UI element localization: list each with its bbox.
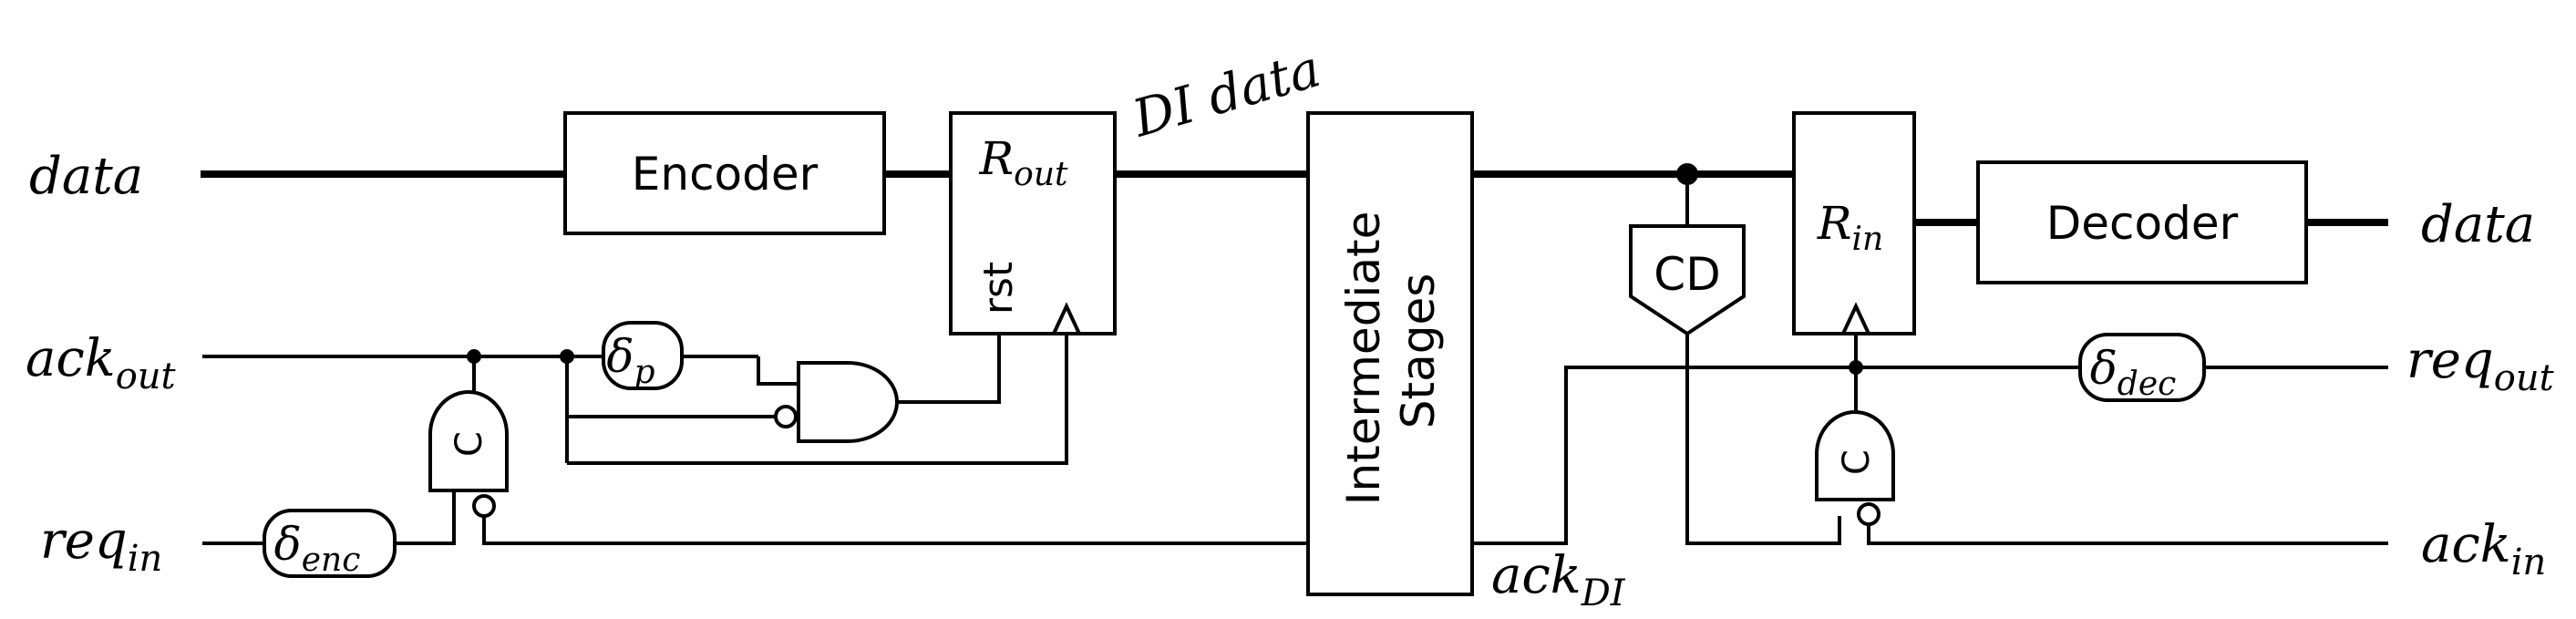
req-out-label: reqout	[2406, 331, 2555, 399]
intermediate-stages-label: Intermediate Stages	[1337, 197, 1445, 506]
r-out-clock-triangle	[1050, 302, 1083, 335]
rst-label: rst	[975, 262, 1022, 315]
decoder-block: Decoder	[1976, 160, 2308, 284]
ack-in-label: ackin	[2421, 515, 2546, 583]
ack-di-label: ackDI	[1491, 546, 1626, 614]
req-in-label: reqin	[40, 511, 162, 580]
delay-dec-label: δdec	[2090, 342, 2177, 403]
control-wires	[202, 319, 2388, 545]
and-gate	[769, 361, 899, 443]
decoder-label: Decoder	[2046, 197, 2239, 250]
r-in-register: Rin	[1792, 111, 1916, 335]
completion-detector: CD	[1629, 224, 1746, 336]
c-element-right-inverter-bubble	[1857, 502, 1880, 526]
ack-out-junction-1	[467, 349, 481, 364]
c-element-left: C	[428, 390, 509, 518]
data-bus	[201, 170, 2388, 226]
intermediate-stages-block: Intermediate Stages	[1306, 111, 1474, 596]
and-gate-inverter-bubble	[774, 405, 798, 428]
delay-enc: δenc	[263, 509, 397, 579]
di-data-label: DI data	[1126, 39, 1327, 150]
r-out-label: Rout	[979, 132, 1069, 193]
c-element-right-label: C	[1836, 449, 1878, 475]
r-out-register: Rout rst	[949, 111, 1117, 335]
c-element-right: C	[1815, 410, 1895, 526]
delay-enc-label: δenc	[274, 518, 361, 579]
delay-dec: δdec	[2078, 333, 2206, 403]
ack-out-junction-2	[560, 349, 574, 364]
delay-p: δp	[602, 321, 684, 391]
r-in-clock-triangle	[1839, 302, 1872, 335]
data-out-label: data	[2421, 195, 2535, 254]
ack-out-label: ackout	[26, 329, 177, 397]
cd-label: CD	[1654, 248, 1720, 301]
r-in-label: Rin	[1817, 197, 1883, 258]
delay-p-label: δp	[606, 330, 654, 391]
req-out-junction	[1849, 360, 1863, 375]
c-element-left-label: C	[448, 431, 490, 457]
c-element-left-inverter-bubble	[472, 494, 496, 518]
data-in-label: data	[29, 147, 143, 206]
encoder-label: Encoder	[632, 148, 819, 201]
encoder-block: Encoder	[563, 111, 886, 235]
